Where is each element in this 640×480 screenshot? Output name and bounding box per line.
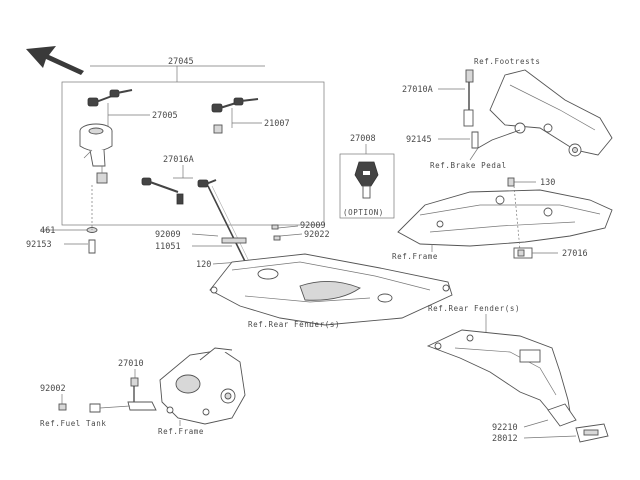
reflector-28012 [575,423,609,443]
label-130: 130 [540,178,555,188]
label-92009-right: 92009 [300,221,326,231]
ref-footrests: Ref.Footrests [474,57,541,66]
label-92009-left: 92009 [155,230,181,240]
ref-fuel-tank: Ref.Fuel Tank [40,419,107,428]
bolt-92002 [58,403,67,411]
label-21007: 21007 [264,119,290,129]
rear-fender-center [209,253,453,326]
label-11051: 11051 [155,242,181,252]
ref-rear-fender-center: Ref.Rear Fender(s) [248,320,340,329]
label-27016: 27016 [562,249,588,259]
bolt-130 [507,177,515,187]
rear-fender-right [426,329,577,427]
label-27045: 27045 [168,57,194,67]
option-key [354,161,379,199]
ref-frame-bottom: Ref.Frame [158,427,204,436]
key-27005 [87,89,133,107]
label-27005: 27005 [152,111,178,121]
ignition-switch [79,123,113,184]
footrest-bracket [477,69,613,157]
front-direction-arrow-icon [26,46,84,75]
option-key-box [339,153,395,219]
bolt-92009 [271,224,279,230]
key-set-bracket [61,65,325,226]
rear-frame-right [397,189,613,247]
bracket-11051 [221,237,247,244]
label-27010a: 27010A [402,85,433,95]
ref-rear-fender-right: Ref.Rear Fender(s) [428,304,520,313]
label-92022: 92022 [304,230,330,240]
frame-bracket-bottom [159,347,246,425]
bolt-92153 [88,239,96,254]
label-27008: 27008 [350,134,376,144]
lock-27016 [513,247,533,259]
label-92210: 92210 [492,423,518,433]
label-27016a: 27016A [163,155,194,165]
brake-switch-27010a [463,69,474,127]
label-92002: 92002 [40,384,66,394]
key-21007 [211,97,259,134]
label-120: 120 [196,260,211,270]
clamp-92022 [273,235,281,241]
label-28012: 28012 [492,434,518,444]
clip-fuel-tank [89,403,101,413]
label-27010: 27010 [118,359,144,369]
ref-brake-pedal: Ref.Brake Pedal [430,161,507,170]
brake-switch-27010 [127,377,157,411]
ref-frame-right: Ref.Frame [392,252,438,261]
label-461: 461 [40,226,55,236]
key-27016a [141,177,217,205]
spring-92145 [471,131,479,149]
option-label: (OPTION) [343,208,384,217]
label-92153: 92153 [26,240,52,250]
label-92145: 92145 [406,135,432,145]
